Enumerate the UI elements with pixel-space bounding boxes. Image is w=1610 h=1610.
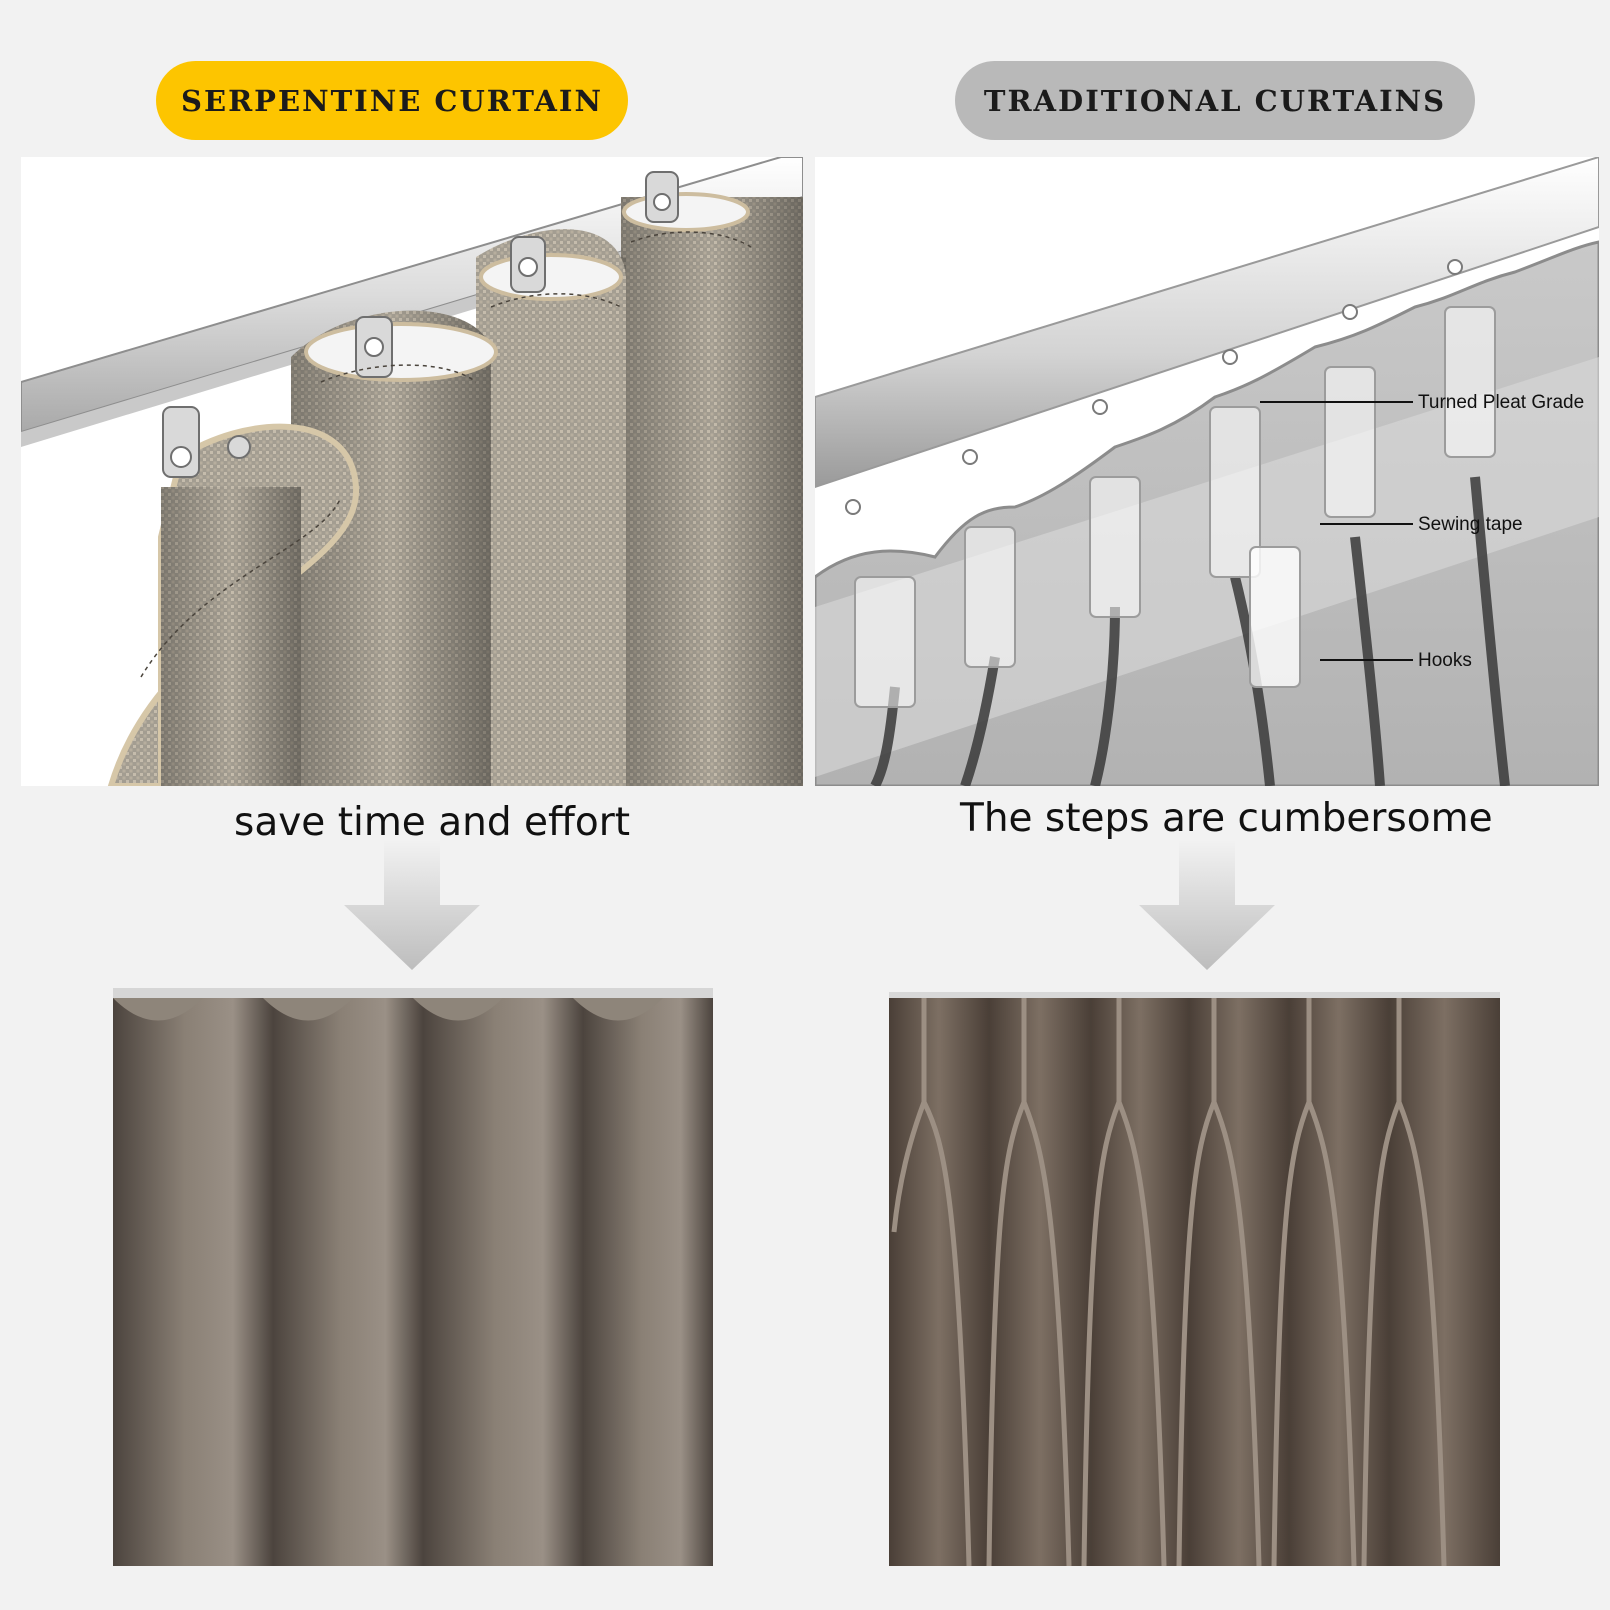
callout-turned-pleat-grade: Turned Pleat Grade: [1418, 392, 1584, 413]
serpentine-curtain-photo: [113, 988, 713, 1566]
serpentine-curtain-badge-label: SERPENTINE CURTAIN: [181, 83, 603, 118]
serpentine-caption: save time and effort: [234, 800, 631, 845]
serpentine-curtain-badge: SERPENTINE CURTAIN: [156, 61, 628, 140]
callout-sewing-tape: Sewing tape: [1418, 514, 1523, 535]
traditional-curtains-badge-label: TRADITIONAL CURTAINS: [983, 83, 1447, 118]
arrow-down-icon: [342, 840, 482, 970]
traditional-caption: The steps are cumbersome: [960, 796, 1493, 841]
traditional-curtains-badge: TRADITIONAL CURTAINS: [955, 61, 1475, 140]
traditional-curtain-photo: [889, 992, 1500, 1566]
serpentine-track-illustration: [21, 157, 803, 786]
arrow-down-icon: [1137, 840, 1277, 970]
traditional-track-illustration: Turned Pleat Grade Sewing tape Hooks: [815, 157, 1599, 786]
callout-hooks: Hooks: [1418, 650, 1472, 671]
